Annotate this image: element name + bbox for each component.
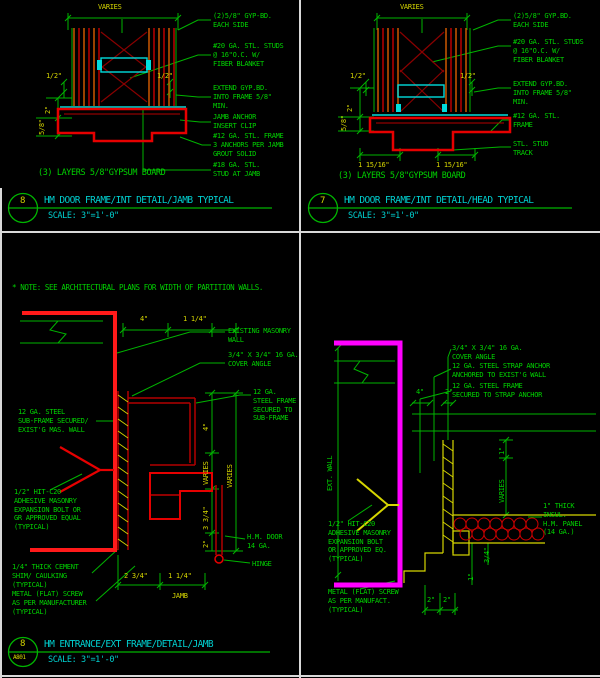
detail-jamb-typical: VARIES 1/2" 1/2" 2" 5/8" (2)5/8" GYP-BD.… [0,0,300,233]
tl-dim-two: 2" [44,106,52,114]
tr-dim-inch-left: 1 15/16" [358,161,390,169]
bl-detail-scale: SCALE: 3"=1'-0" [48,655,119,665]
bl-dim-two-three-quarter: 2 3/4" [124,572,148,580]
tl-detail-scale: SCALE: 3"=1'-0" [48,211,119,221]
tl-label-extend: EXTEND GYP.BD. INTO FRAME 5/8" MIN. [213,84,272,110]
detail-head-typical: VARIES 1/2" 1/2" 2" 5/8" 1 15/16" 1 15/1… [300,0,600,233]
tl-detail-number: 8 [20,196,26,206]
bl-dim-one-quarter-top: 1 1/4" [183,315,207,323]
divider-horizontal [0,231,600,233]
bl-dim-three-three-quarter: 3 3/4" [202,506,210,531]
bl-label-subframe: 12 GA. STEEL SUB-FRAME SECURED/ EXIST'G … [18,408,89,434]
tl-label-studs: #20 GA. STL. STUDS @ 16"O.C. W/ FIBER BL… [213,42,284,68]
tr-label-frame: #12 GA. STL. FRAME [513,112,560,129]
divider-vertical [299,0,301,678]
bl-label-bolt: 1/2" HIT-C20 ADHESIVE MASONRY EXPANSION … [14,488,81,531]
bl-dim-two-side: 2" [202,540,210,548]
br-label-ext-wall: EXT. WALL [326,455,334,491]
tr-label-extend: EXTEND GYP.BD. INTO FRAME 5/8" MIN. [513,80,572,106]
tl-detail-title: HM DOOR FRAME/INT DETAIL/JAMB TYPICAL [44,195,234,206]
br-dim-four: 4" [416,388,424,396]
tr-detail-scale: SCALE: 3"=1'-0" [348,211,419,221]
tl-label-anchor: JAMB ANCHOR INSERT CLIP [213,113,257,130]
bl-label-screw: METAL (FLAT) SCREW AS PER MANUFACTURER (… [12,590,87,616]
tl-dim-half-right: 1/2" [157,72,173,80]
bl-detail-number: 8 [20,639,26,649]
tr-detail-title: HM DOOR FRAME/INT DETAIL/HEAD TYPICAL [344,195,534,206]
detail-ext-wall-panel: EXT. WALL 3/4" X 3/4" 16 GA. COVER ANGLE… [300,233,600,678]
tl-note: (3) LAYERS 5/8"GYPSUM BOARD [38,168,166,178]
bl-label-door: H.M. DOOR 14 GA. [247,533,283,550]
tr-linework [307,13,572,224]
tl-label-gyp: (2)5/8" GYP-BD. EACH SIDE [213,12,272,29]
br-label-panel: 1" THICK INSUL. H.M. PANEL (14 GA.) [543,502,583,537]
tr-label-track: STL. STUD TRACK [513,140,549,157]
bl-note: * NOTE: SEE ARCHITECTURAL PLANS FOR WIDT… [12,283,264,292]
bl-label-existing: EXISTING MASONRY WALL [228,327,291,344]
br-dim-one: 1" [498,447,506,455]
bl-dim-one-quarter-bottom: 1 1/4" [168,572,192,580]
bl-label-shim: 1/4" THICK CEMENT SHIM/ CAULKING (TYPICA… [12,563,79,589]
border-left [0,188,2,678]
bl-detail-title: HM ENTRANCE/EXT FRAME/DETAIL/JAMB [44,639,214,650]
tr-detail-number: 7 [320,196,326,206]
bl-label-frame: 12 GA. STEEL FRAME SECURED TO SUB-FRAME [253,388,297,423]
tr-dim-half-right: 1/2" [460,72,476,80]
bl-label-cover: 3/4" X 3/4" 16 GA. COVER ANGLE [228,351,299,368]
tr-dim-inch-right: 1 15/16" [436,161,468,169]
tr-dim-varies: VARIES [400,3,424,11]
tl-label-stud-jamb: #18 GA. STL. STUD AT JAMB [213,161,260,178]
border-bottom [0,675,600,677]
br-dim-one-b: 1" [467,573,475,581]
br-dim-two: 2" [445,388,453,396]
tl-dim-varies: VARIES [98,3,122,11]
tl-label-frame: #12 GA. STL. FRAME 3 ANCHORS PER JAMB GR… [213,132,284,158]
bl-dim-four-top: 4" [140,315,148,323]
bl-dim-four-side: 4" [202,423,210,431]
tr-dim-five-eighths: 5/8" [340,115,348,131]
tl-linework [7,13,272,224]
br-dim-two-b2: 2" [443,596,451,604]
bl-linework [7,311,270,668]
br-label-bolt: 1/2" HIT-C20 ADHESIVE MASONRY EXPANSION … [328,520,391,563]
br-label-screw: METAL (FLAT) SCREW AS PER MANUFACT. (TYP… [328,588,399,614]
tr-dim-two: 2" [346,104,354,112]
br-linework [334,340,596,615]
bl-label-hinge: HINGE [252,560,272,568]
detail-entrance-jamb: * NOTE: SEE ARCHITECTURAL PLANS FOR WIDT… [0,233,300,678]
bl-dim-varies-right: VARIES [226,464,234,489]
bl-dim-varies-side: VARIES [202,461,210,486]
br-dim-two-b1: 2" [427,596,435,604]
tl-dim-five-eighths: 5/8" [38,119,46,135]
br-dim-varies: VARIES [498,479,506,504]
br-dim-three-quarter: 3/4" [483,547,491,563]
tr-dim-half-left: 1/2" [350,72,366,80]
bl-sheet-number: A801 [13,654,26,661]
tr-label-studs: #20 GA. STL. STUDS @ 16"O.C. W/ FIBER BL… [513,38,584,64]
br-label-cover: 3/4" X 3/4" 16 GA. COVER ANGLE [452,344,523,361]
br-label-strap: 12 GA. STEEL STRAP ANCHOR ANCHORED TO EX… [452,362,550,379]
tr-note: (3) LAYERS 5/8"GYPSUM BOARD [338,171,466,181]
br-label-frame: 12 GA. STEEL FRAME SECURED TO STRAP ANCH… [452,382,543,399]
bl-label-jamb: JAMB [172,592,188,600]
tr-label-gyp: (2)5/8" GYP.BD. EACH SIDE [513,12,572,29]
tl-dim-half-left: 1/2" [46,72,62,80]
